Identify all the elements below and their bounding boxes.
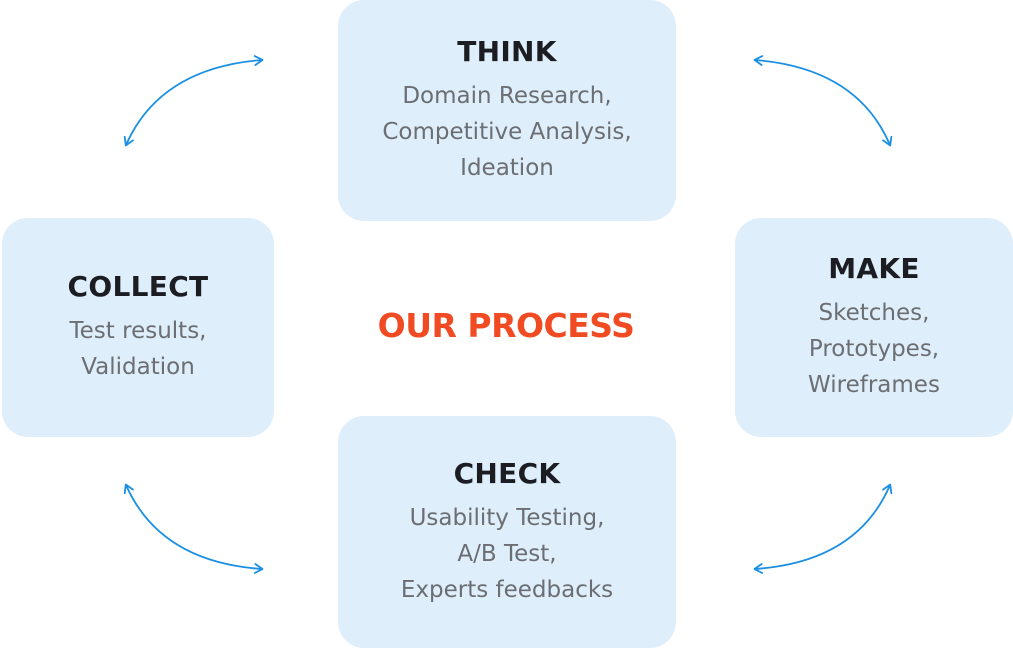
step-line: A/B Test, <box>457 540 557 567</box>
step-line: Test results, <box>69 318 207 344</box>
step-line: Usability Testing, <box>409 504 605 531</box>
step-description-collect: Test results, Validation <box>70 313 207 385</box>
process-title: OUR PROCESS <box>377 306 635 345</box>
step-title-check: CHECK <box>453 456 561 490</box>
step-line: Domain Research, <box>402 83 612 109</box>
step-line: Competitive Analysis, <box>382 119 632 145</box>
step-card-make: MAKE Sketches, Prototypes, Wireframes <box>735 218 1013 437</box>
step-description-think: Domain Research, Competitive Analysis, I… <box>382 78 631 186</box>
step-title-collect: COLLECT <box>67 270 209 303</box>
step-description-make: Sketches, Prototypes, Wireframes <box>808 295 940 403</box>
step-line: Validation <box>81 354 195 380</box>
step-card-think: THINK Domain Research, Competitive Analy… <box>338 0 676 221</box>
arrow-make-check <box>753 483 893 574</box>
step-line: Experts feedbacks <box>400 576 614 603</box>
step-line: Sketches, <box>818 300 930 326</box>
arrow-think-make <box>753 55 893 147</box>
step-title-think: THINK <box>457 35 557 68</box>
step-card-check: CHECK Usability Testing, A/B Test, Exper… <box>338 416 676 648</box>
step-line: Wireframes <box>808 372 940 398</box>
step-card-collect: COLLECT Test results, Validation <box>2 218 274 437</box>
step-line: Prototypes, <box>808 336 940 362</box>
step-line: Ideation <box>460 155 554 181</box>
arrow-check-collect <box>123 483 264 574</box>
arrow-collect-think <box>123 55 264 147</box>
step-description-check: Usability Testing, A/B Test, Experts fee… <box>401 500 613 608</box>
step-title-make: MAKE <box>828 252 920 285</box>
